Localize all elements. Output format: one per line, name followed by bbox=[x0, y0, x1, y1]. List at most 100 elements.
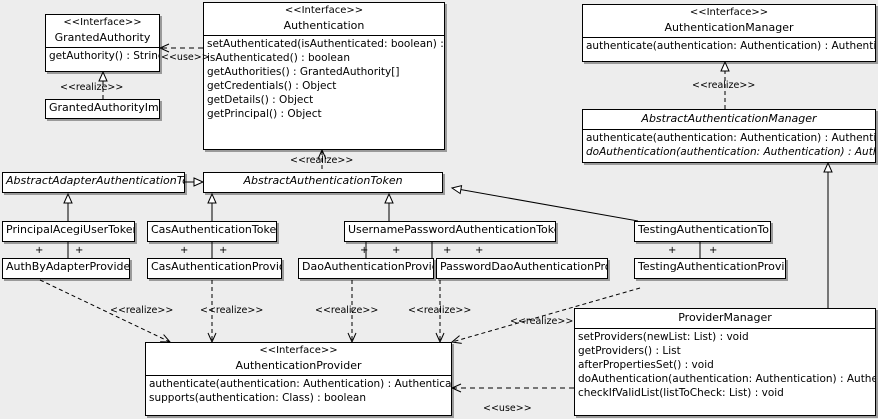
multiplicity-marker: + bbox=[35, 245, 44, 256]
class-cas-authentication-provider[interactable]: CasAuthenticationProvider bbox=[147, 258, 282, 279]
class-authentication-manager[interactable]: <<Interface>> AuthenticationManager auth… bbox=[582, 4, 876, 62]
class-name-label: GrantedAuthorityImpl bbox=[49, 101, 160, 114]
class-cas-authentication-token[interactable]: CasAuthenticationToken bbox=[147, 221, 277, 242]
class-granted-authority-impl[interactable]: GrantedAuthorityImpl bbox=[45, 99, 160, 119]
edge-generalize-testing-token bbox=[450, 184, 639, 222]
class-name-label: ProviderManager bbox=[678, 311, 772, 324]
class-header: AbstractAdapterAuthenticationToken bbox=[3, 173, 184, 189]
member-row: checkIfValidList(listToCheck: List) : vo… bbox=[578, 387, 784, 399]
multiplicity-marker: + bbox=[360, 245, 369, 256]
multiplicity-marker: + bbox=[219, 245, 228, 256]
multiplicity-marker: + bbox=[709, 245, 718, 256]
class-abstract-adapter-authentication-token[interactable]: AbstractAdapterAuthenticationToken bbox=[2, 172, 185, 193]
member-row: authenticate(authentication: Authenticat… bbox=[586, 40, 876, 52]
class-name-label: DaoAuthenticationProvider bbox=[302, 260, 433, 273]
class-authentication-provider[interactable]: <<Interface>> AuthenticationProvider aut… bbox=[145, 342, 452, 416]
class-members: authenticate(authentication: Authenticat… bbox=[583, 130, 875, 160]
member-row: afterPropertiesSet() : void bbox=[578, 359, 714, 371]
class-password-dao-authentication-provider[interactable]: PasswordDaoAuthenticationProvider bbox=[436, 258, 608, 279]
multiplicity-marker: + bbox=[443, 245, 452, 256]
label-realize-dao-authentication-provider: <<realize>> bbox=[315, 305, 379, 316]
member-row: getPrincipal() : Object bbox=[207, 108, 322, 120]
member-row: getAuthority() : String bbox=[49, 50, 160, 62]
label-realize-granted-authority: <<realize>> bbox=[60, 82, 124, 93]
class-members: authenticate(authentication: Authenticat… bbox=[583, 38, 875, 54]
class-members: setAuthenticated(isAuthenticated: boolea… bbox=[204, 36, 444, 122]
class-name-label: TestingAuthenticationProvider bbox=[638, 260, 785, 273]
member-row: authenticate(authentication: Authenticat… bbox=[586, 132, 876, 144]
class-name-label: CasAuthenticationProvider bbox=[151, 260, 281, 273]
class-header: UsernamePasswordAuthenticationToken bbox=[345, 222, 555, 238]
class-header: PasswordDaoAuthenticationProvider bbox=[437, 259, 607, 275]
class-name-label: AuthenticationManager bbox=[664, 21, 794, 34]
class-principal-acegi-user-token[interactable]: PrincipalAcegiUserToken bbox=[2, 221, 135, 242]
class-name-label: AuthenticationProvider bbox=[235, 359, 362, 372]
member-row: doAuthentication(authentication: Authent… bbox=[578, 373, 875, 385]
member-row: getCredentials() : Object bbox=[207, 80, 337, 92]
class-header: TestingAuthenticationProvider bbox=[635, 259, 785, 275]
member-row: doAuthentication(authentication: Authent… bbox=[586, 146, 875, 158]
member-row: supports(authentication: Class) : boolea… bbox=[149, 392, 366, 404]
multiplicity-marker: + bbox=[475, 245, 484, 256]
label-realize-auth-by-adapter-provider: <<realize>> bbox=[110, 305, 174, 316]
class-header: <<Interface>> Authentication bbox=[204, 3, 444, 36]
class-name-label: GrantedAuthority bbox=[54, 31, 151, 44]
class-members: getAuthority() : String bbox=[46, 48, 159, 64]
class-abstract-authentication-token[interactable]: AbstractAuthenticationToken bbox=[203, 172, 443, 193]
label-realize-authentication: <<realize>> bbox=[290, 155, 354, 166]
member-row: setAuthenticated(isAuthenticated: boolea… bbox=[207, 38, 445, 50]
member-row: authenticate(authentication: Authenticat… bbox=[149, 378, 452, 390]
class-name-label: UsernamePasswordAuthenticationToken bbox=[348, 223, 556, 236]
class-provider-manager[interactable]: ProviderManager setProviders(newList: Li… bbox=[574, 308, 876, 416]
member-row: isAuthenticated() : boolean bbox=[207, 52, 350, 64]
label-realize-cas-authentication-provider: <<realize>> bbox=[200, 305, 264, 316]
stereotype-label: <<Interface>> bbox=[284, 5, 364, 16]
multiplicity-marker: + bbox=[180, 245, 189, 256]
class-header: AbstractAuthenticationToken bbox=[204, 173, 442, 189]
multiplicity-marker: + bbox=[668, 245, 677, 256]
class-dao-authentication-provider[interactable]: DaoAuthenticationProvider bbox=[298, 258, 434, 279]
class-granted-authority[interactable]: <<Interface>> GrantedAuthority getAuthor… bbox=[45, 14, 160, 72]
class-name-label: PrincipalAcegiUserToken bbox=[6, 223, 135, 236]
member-row: getDetails() : Object bbox=[207, 94, 314, 106]
class-header: <<Interface>> AuthenticationProvider bbox=[146, 343, 451, 376]
class-name-label: AbstractAdapterAuthenticationToken bbox=[6, 174, 184, 187]
class-header: CasAuthenticationProvider bbox=[148, 259, 281, 275]
class-header: <<Interface>> GrantedAuthority bbox=[46, 15, 159, 48]
class-testing-authentication-provider[interactable]: TestingAuthenticationProvider bbox=[634, 258, 786, 279]
label-realize-password-dao-authentication-provider: <<realize>> bbox=[408, 305, 472, 316]
label-realize-testing-authentication-provider: <<realize>> bbox=[510, 316, 574, 327]
class-header: AuthByAdapterProvider bbox=[3, 259, 129, 275]
class-testing-authentication-token[interactable]: TestingAuthenticationToken bbox=[634, 221, 771, 242]
member-row: getAuthorities() : GrantedAuthority[] bbox=[207, 66, 400, 78]
class-header: <<Interface>> AuthenticationManager bbox=[583, 5, 875, 38]
class-authentication[interactable]: <<Interface>> Authentication setAuthenti… bbox=[203, 2, 445, 150]
member-row: getProviders() : List bbox=[578, 345, 681, 357]
label-use-authentication-provider: <<use>> bbox=[483, 403, 532, 414]
class-name-label: TestingAuthenticationToken bbox=[638, 223, 770, 236]
label-use-granted-authority: <<use>> bbox=[161, 52, 210, 63]
class-abstract-authentication-manager[interactable]: AbstractAuthenticationManager authentica… bbox=[582, 109, 876, 163]
class-header: ProviderManager bbox=[575, 309, 875, 329]
class-username-password-authentication-token[interactable]: UsernamePasswordAuthenticationToken bbox=[344, 221, 556, 242]
stereotype-label: <<Interface>> bbox=[259, 345, 338, 356]
class-name-label: CasAuthenticationToken bbox=[151, 223, 277, 236]
class-members: setProviders(newList: List) : void getPr… bbox=[575, 329, 875, 401]
multiplicity-marker: + bbox=[392, 245, 401, 256]
class-header: AbstractAuthenticationManager bbox=[583, 110, 875, 130]
class-header: CasAuthenticationToken bbox=[148, 222, 276, 238]
class-name-label: AuthByAdapterProvider bbox=[6, 260, 130, 273]
class-name-label: AbstractAuthenticationManager bbox=[641, 112, 817, 125]
class-auth-by-adapter-provider[interactable]: AuthByAdapterProvider bbox=[2, 258, 130, 279]
stereotype-label: <<Interface>> bbox=[63, 17, 142, 28]
class-header: GrantedAuthorityImpl bbox=[46, 100, 159, 116]
class-name-label: PasswordDaoAuthenticationProvider bbox=[440, 260, 607, 273]
class-header: TestingAuthenticationToken bbox=[635, 222, 770, 238]
class-name-label: Authentication bbox=[283, 19, 365, 32]
multiplicity-marker: + bbox=[75, 245, 84, 256]
label-realize-authentication-manager: <<realize>> bbox=[692, 80, 756, 91]
class-name-label: AbstractAuthenticationToken bbox=[243, 174, 403, 187]
class-header: DaoAuthenticationProvider bbox=[299, 259, 433, 275]
member-row: setProviders(newList: List) : void bbox=[578, 331, 749, 343]
